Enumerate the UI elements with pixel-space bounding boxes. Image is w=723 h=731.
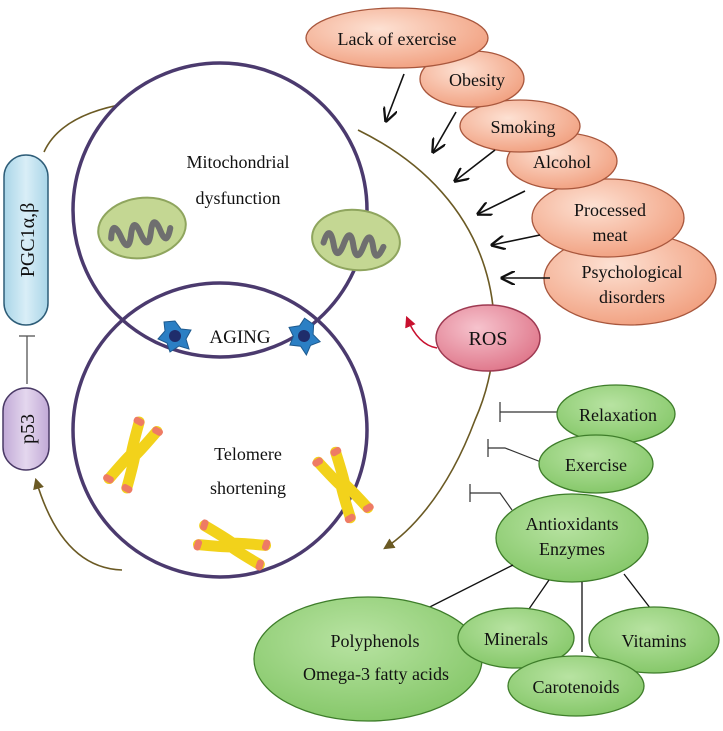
risk-factor-label: Psychological: [582, 262, 683, 282]
risk-factor-label: Lack of exercise: [338, 29, 457, 49]
risk-factor-label: Processed: [574, 200, 646, 220]
mito-title-line2: dysfunction: [196, 188, 281, 208]
polyphenols-label: Polyphenols: [330, 631, 419, 651]
polyphenols-node: [253, 596, 483, 722]
ros-arrow: [405, 315, 438, 349]
polyphenols-label: Omega-3 fatty acids: [303, 664, 449, 684]
minerals-node: [457, 607, 575, 669]
telomere-title-line2: shortening: [210, 478, 286, 498]
risk-factor-label: Smoking: [490, 117, 555, 137]
antioxidants-label: Antioxidants: [526, 514, 619, 534]
risk-factors: Psychological disorders Processed meat A…: [305, 7, 717, 326]
risk-arrows: [386, 73, 550, 278]
exercise-label: Exercise: [565, 455, 627, 475]
risk-factor-lack-of-exercise: [305, 7, 489, 69]
minerals-label: Minerals: [484, 629, 548, 649]
p53-label: p53: [17, 414, 39, 444]
p53-node: [2, 387, 50, 471]
telomere-title-line1: Telomere: [214, 444, 282, 464]
risk-factor-smoking: [459, 99, 581, 153]
exercise-node: [538, 434, 654, 494]
aging-label: AGING: [209, 327, 270, 348]
risk-factor-label: disorders: [599, 287, 665, 307]
mitochondrial-circle: [71, 61, 369, 359]
risk-factor-label: Obesity: [449, 70, 505, 90]
vitamins-label: Vitamins: [622, 631, 687, 651]
pgc1-node: [3, 154, 49, 326]
pgc1-label: PGC1α,β: [17, 203, 39, 278]
risk-factor-processed-meat: [531, 178, 685, 258]
chromosome-icon: [193, 519, 271, 572]
cycle-arrow-right: [357, 129, 496, 550]
mito-title-line1: Mitochondrial: [187, 152, 290, 172]
risk-factor-label: meat: [593, 225, 628, 245]
vitamins-node: [588, 606, 720, 674]
antioxidants-node: [495, 493, 649, 583]
ros-node: [435, 304, 541, 372]
carotenoids-node: [507, 655, 645, 717]
inhibition-lines: [469, 402, 560, 511]
risk-factor-label: Alcohol: [533, 152, 591, 172]
chromosome-icon: [102, 416, 164, 495]
relaxation-label: Relaxation: [579, 405, 657, 425]
ros-label: ROS: [469, 328, 508, 350]
antioxidants-label: Enzymes: [539, 539, 605, 559]
telomere-circle: [71, 281, 369, 579]
carotenoids-label: Carotenoids: [533, 677, 620, 697]
cycle-arrow-to-p53: [33, 477, 123, 571]
